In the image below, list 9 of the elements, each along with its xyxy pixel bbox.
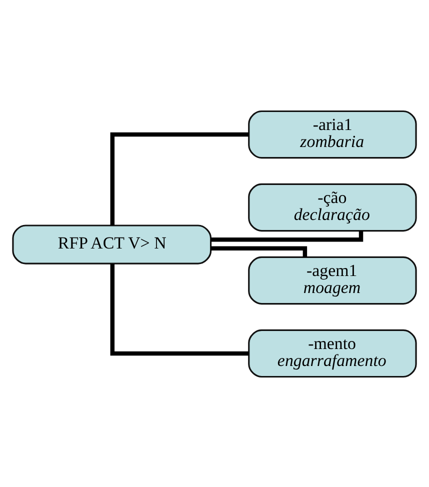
node-box: RFP ACT V> N bbox=[12, 224, 212, 264]
connector bbox=[211, 230, 364, 242]
node-box: -ção declaração bbox=[248, 182, 417, 232]
node-box: -aria1 zombaria bbox=[248, 110, 417, 158]
connector bbox=[210, 246, 308, 257]
node-box: -agem1 moagem bbox=[248, 256, 417, 304]
connector bbox=[110, 132, 249, 225]
node-box: -mento engarrafamento bbox=[248, 328, 417, 378]
connector bbox=[110, 264, 249, 356]
